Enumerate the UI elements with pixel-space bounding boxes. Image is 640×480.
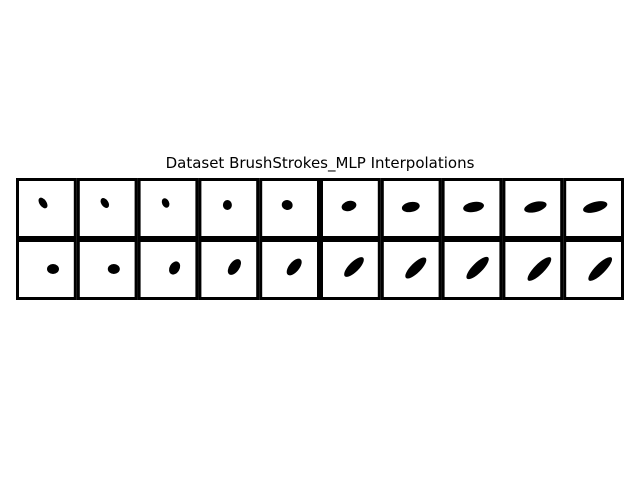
cell-frame [76, 239, 138, 300]
brush-stroke [286, 258, 302, 276]
interpolation-cell [380, 178, 442, 239]
interpolation-cell [502, 178, 564, 239]
interpolation-cell [380, 239, 442, 300]
interpolation-cell [441, 178, 503, 239]
brush-stroke [341, 200, 357, 212]
interpolation-cell [502, 239, 564, 300]
interpolation-cell [320, 239, 381, 300]
interpolation-cell [198, 239, 260, 300]
brush-stroke [107, 264, 120, 274]
brush-stroke [344, 257, 364, 277]
brush-stroke [222, 200, 232, 210]
brush-stroke [169, 261, 181, 275]
interpolation-cell [76, 239, 138, 300]
brush-stroke [100, 198, 110, 208]
brush-stroke [524, 201, 547, 213]
brush-stroke [405, 257, 427, 279]
interpolation-cell [259, 178, 320, 239]
cell-frame [16, 178, 77, 239]
cell-frame [259, 178, 320, 239]
brush-stroke [38, 197, 48, 209]
brush-stroke [463, 201, 484, 213]
cell-frame [137, 178, 199, 239]
interpolation-cell [16, 239, 77, 300]
figure-title: Dataset BrushStrokes_MLP Interpolations [165, 154, 475, 172]
brush-stroke [588, 257, 613, 281]
cell-frame [76, 178, 138, 239]
brush-stroke [281, 199, 293, 211]
cell-frame [16, 239, 77, 300]
interpolation-cell [259, 239, 320, 300]
interpolation-cell [76, 178, 138, 239]
interpolation-cell [563, 239, 624, 300]
cell-frame [137, 239, 199, 300]
brush-stroke [401, 201, 420, 213]
interpolation-cell [198, 178, 260, 239]
interpolation-cell [137, 239, 199, 300]
interpolation-grid-svg [16, 178, 624, 300]
interpolation-cell [16, 178, 77, 239]
brush-stroke [527, 257, 552, 281]
interpolation-grid [16, 178, 624, 300]
interpolation-cell [563, 178, 624, 239]
brush-stroke [47, 264, 59, 274]
brush-stroke [466, 256, 489, 280]
interpolation-cell [137, 178, 199, 239]
brush-stroke [227, 259, 241, 275]
brush-stroke [583, 201, 608, 213]
interpolation-cell [320, 178, 381, 239]
brush-stroke [161, 198, 170, 208]
interpolation-cell [441, 239, 503, 300]
